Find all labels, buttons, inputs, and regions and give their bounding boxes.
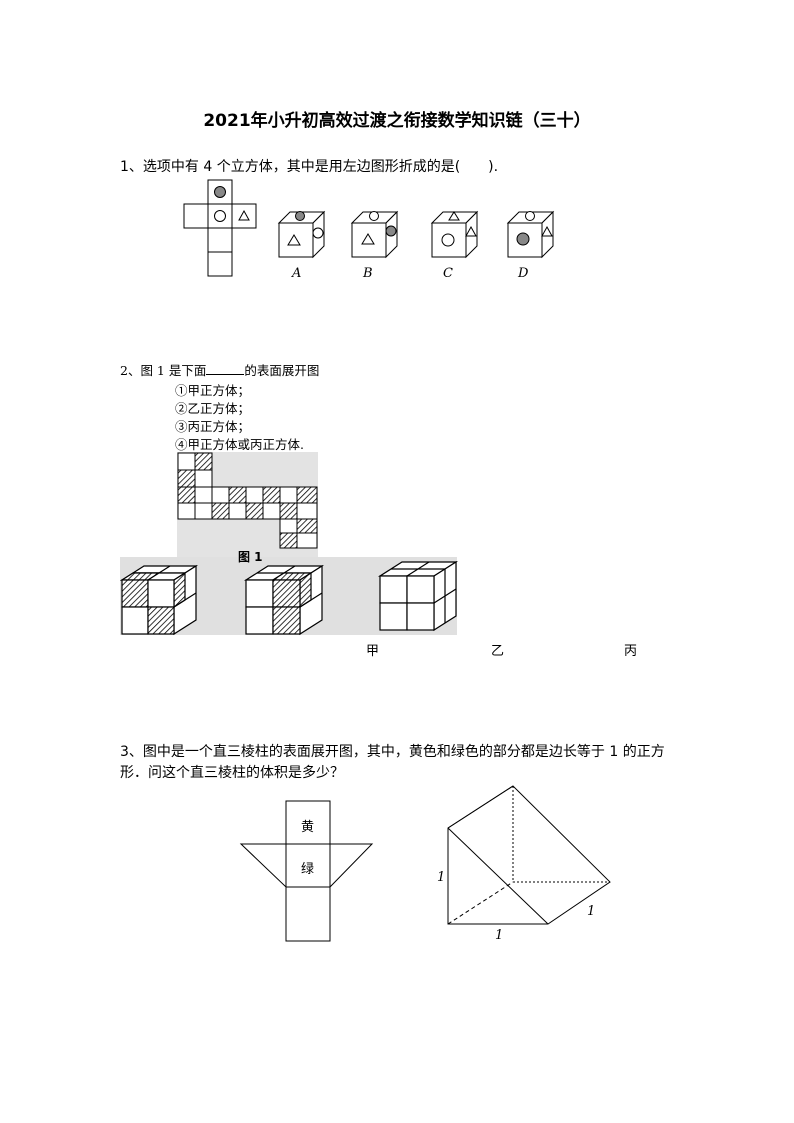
choice-2: ②乙正方体； xyxy=(175,401,251,416)
cube-label-yi: 乙 xyxy=(491,644,505,659)
dimension-height: 1 xyxy=(437,870,446,885)
option-a-label: A xyxy=(292,266,302,281)
triangular-prism xyxy=(447,785,611,925)
question-3-line-1: 3、图中是一个直三棱柱的表面展开图，其中，黄色和绿色的部分都是边长等于 1 的正… xyxy=(120,744,665,760)
question-3-line-2: 形．问这个直三棱柱的体积是多少？ xyxy=(120,765,344,781)
question-3-figure xyxy=(239,785,611,942)
choice-3: ③丙正方体； xyxy=(175,419,251,434)
question-1-figure xyxy=(183,179,555,277)
option-d-label: D xyxy=(518,266,529,281)
cube-bing xyxy=(377,560,459,632)
option-d-cube xyxy=(506,210,555,259)
question-2-text-after: 的表面展开图 xyxy=(244,363,320,378)
cube-label-bing: 丙 xyxy=(624,644,638,659)
answer-blank xyxy=(206,363,245,375)
question-2-text: 2、图 1 是下面 的表面展开图 xyxy=(120,360,319,379)
choice-1: ①甲正方体； xyxy=(175,383,251,398)
prism-net xyxy=(239,800,374,942)
dimension-depth: 1 xyxy=(587,904,596,919)
net-label-yellow: 黄 xyxy=(301,820,315,835)
figure-1-net xyxy=(177,452,318,549)
choice-4: ④甲正方体或丙正方体. xyxy=(175,437,304,452)
cube-jia xyxy=(119,564,199,636)
hollow-circle-icon xyxy=(214,210,226,222)
cube-label-jia: 甲 xyxy=(366,644,380,659)
figure-1-label: 图 1 xyxy=(238,550,263,564)
filled-circle-icon xyxy=(214,186,226,198)
option-c-label: C xyxy=(443,266,453,281)
triangle-icon xyxy=(238,209,250,221)
cube-yi xyxy=(243,564,325,636)
option-b-cube xyxy=(350,210,399,259)
dimension-base: 1 xyxy=(495,928,504,943)
question-2-text-before: 2、图 1 是下面 xyxy=(120,363,207,378)
option-b-label: B xyxy=(363,266,373,281)
question-1-text: 1、选项中有 4 个立方体，其中是用左边图形折成的是( ). xyxy=(120,159,499,175)
cube-net xyxy=(183,179,257,277)
question-2-figure xyxy=(119,452,459,636)
option-a-cube xyxy=(277,210,326,259)
net-label-green: 绿 xyxy=(301,862,315,877)
option-c-cube xyxy=(430,210,479,259)
page-title: 2021年小升初高效过渡之衔接数学知识链（三十） xyxy=(203,111,591,131)
